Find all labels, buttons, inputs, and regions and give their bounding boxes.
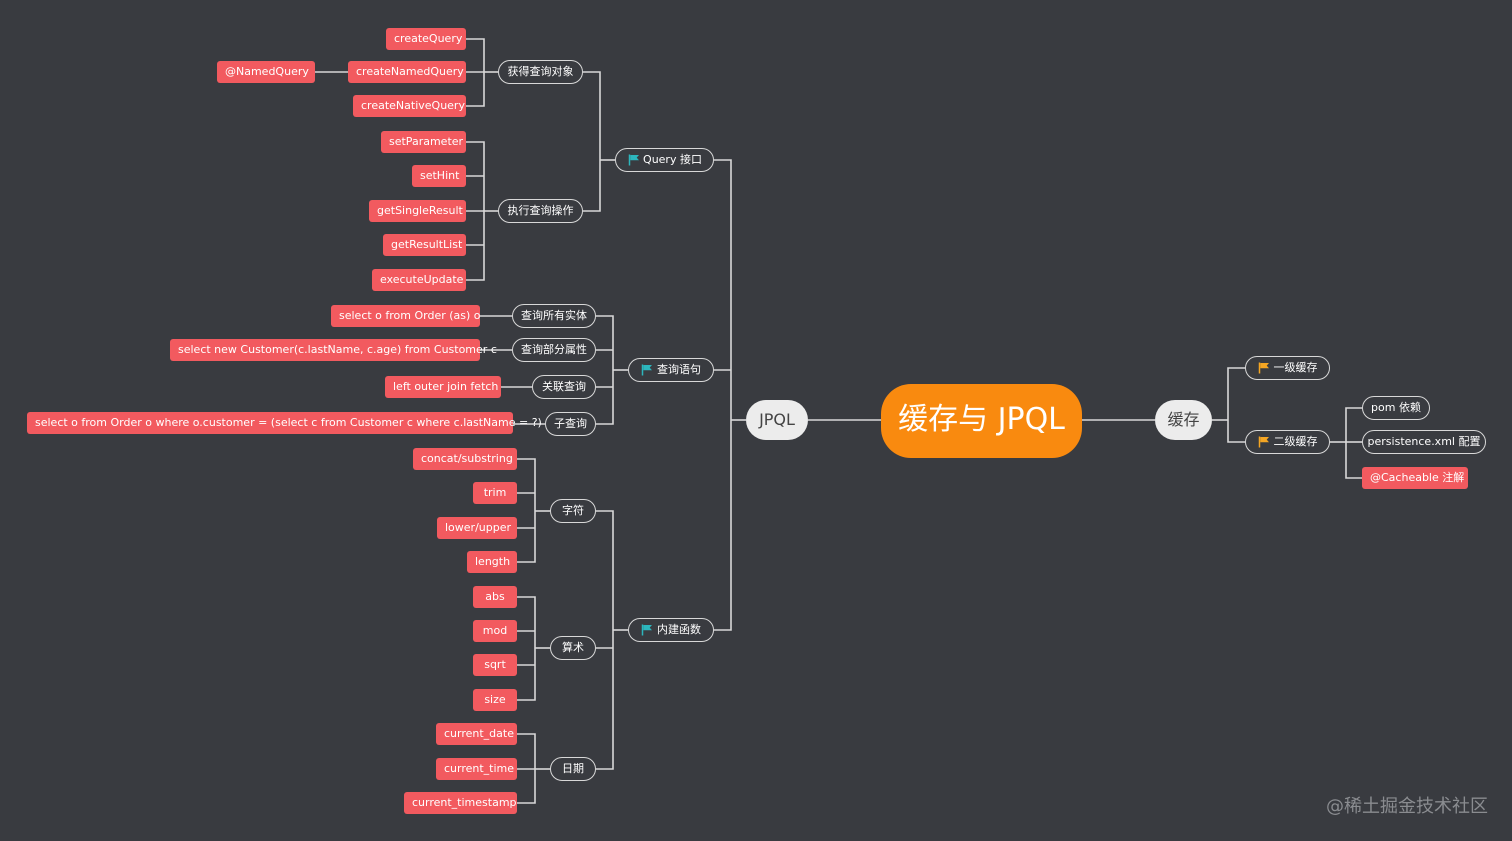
root-node[interactable]: 缓存与 JPQL <box>881 384 1082 458</box>
watermark: @稀土掘金技术社区 <box>1326 796 1488 817</box>
leaf-trim[interactable]: trim <box>473 482 517 504</box>
func-string-node[interactable]: 字符 <box>550 499 596 523</box>
leaf-select-all[interactable]: select o from Order (as) o <box>331 305 481 327</box>
flag-icon <box>628 154 639 166</box>
pom-dependency-node[interactable]: pom 依赖 <box>1362 396 1430 420</box>
leaf-current-timestamp[interactable]: current_timestamp <box>404 792 517 814</box>
query-interface-node[interactable]: Query 接口 <box>615 148 714 172</box>
leaf-concat-substring[interactable]: concat/substring <box>413 448 517 470</box>
leaf-set-hint[interactable]: setHint <box>412 165 466 187</box>
jpql-node[interactable]: JPQL <box>746 400 808 440</box>
leaf-current-date[interactable]: current_date <box>436 723 517 745</box>
leaf-set-parameter[interactable]: setParameter <box>381 131 466 153</box>
query-interface-label: Query 接口 <box>643 153 702 166</box>
leaf-lower-upper[interactable]: lower/upper <box>437 517 517 539</box>
leaf-length[interactable]: length <box>467 551 517 573</box>
level1-cache-node[interactable]: 一级缓存 <box>1245 356 1330 380</box>
flag-icon <box>641 624 652 636</box>
builtin-functions-node[interactable]: 内建函数 <box>628 618 714 642</box>
func-math-node[interactable]: 算术 <box>550 636 596 660</box>
level1-cache-label: 一级缓存 <box>1273 361 1318 374</box>
leaf-named-query-annotation[interactable]: @NamedQuery <box>217 61 315 83</box>
stmt-join-node[interactable]: 关联查询 <box>532 375 596 399</box>
flag-icon <box>1258 436 1269 448</box>
stmt-all-entities-node[interactable]: 查询所有实体 <box>512 304 596 328</box>
leaf-current-time[interactable]: current_time <box>436 758 517 780</box>
stmt-subquery-node[interactable]: 子查询 <box>545 412 596 436</box>
execute-query-node[interactable]: 执行查询操作 <box>498 199 583 223</box>
query-statements-label: 查询语句 <box>657 363 701 376</box>
obtain-query-node[interactable]: 获得查询对象 <box>498 60 583 84</box>
func-date-node[interactable]: 日期 <box>550 757 596 781</box>
leaf-create-query[interactable]: createQuery <box>386 28 466 50</box>
leaf-sqrt[interactable]: sqrt <box>473 654 517 676</box>
query-statements-node[interactable]: 查询语句 <box>628 358 714 382</box>
leaf-cacheable-annotation[interactable]: @Cacheable 注解 <box>1362 467 1468 489</box>
leaf-get-result-list[interactable]: getResultList <box>383 234 466 256</box>
leaf-mod[interactable]: mod <box>473 620 517 642</box>
leaf-create-named-query[interactable]: createNamedQuery <box>348 61 466 83</box>
leaf-execute-update[interactable]: executeUpdate <box>372 269 466 291</box>
leaf-abs[interactable]: abs <box>473 586 517 608</box>
builtin-functions-label: 内建函数 <box>657 623 701 636</box>
leaf-subquery-example[interactable]: select o from Order o where o.customer =… <box>27 412 542 434</box>
leaf-select-new[interactable]: select new Customer(c.lastName, c.age) f… <box>170 339 497 361</box>
flag-icon <box>1258 362 1269 374</box>
level2-cache-node[interactable]: 二级缓存 <box>1245 430 1330 454</box>
cache-node[interactable]: 缓存 <box>1155 400 1212 440</box>
flag-icon <box>641 364 652 376</box>
level2-cache-label: 二级缓存 <box>1273 435 1318 448</box>
leaf-size[interactable]: size <box>473 689 517 711</box>
leaf-left-outer-join[interactable]: left outer join fetch <box>385 376 501 398</box>
leaf-create-native-query[interactable]: createNativeQuery <box>353 95 466 117</box>
stmt-partial-props-node[interactable]: 查询部分属性 <box>512 338 596 362</box>
leaf-get-single-result[interactable]: getSingleResult <box>369 200 466 222</box>
persistence-xml-node[interactable]: persistence.xml 配置 <box>1362 430 1486 454</box>
